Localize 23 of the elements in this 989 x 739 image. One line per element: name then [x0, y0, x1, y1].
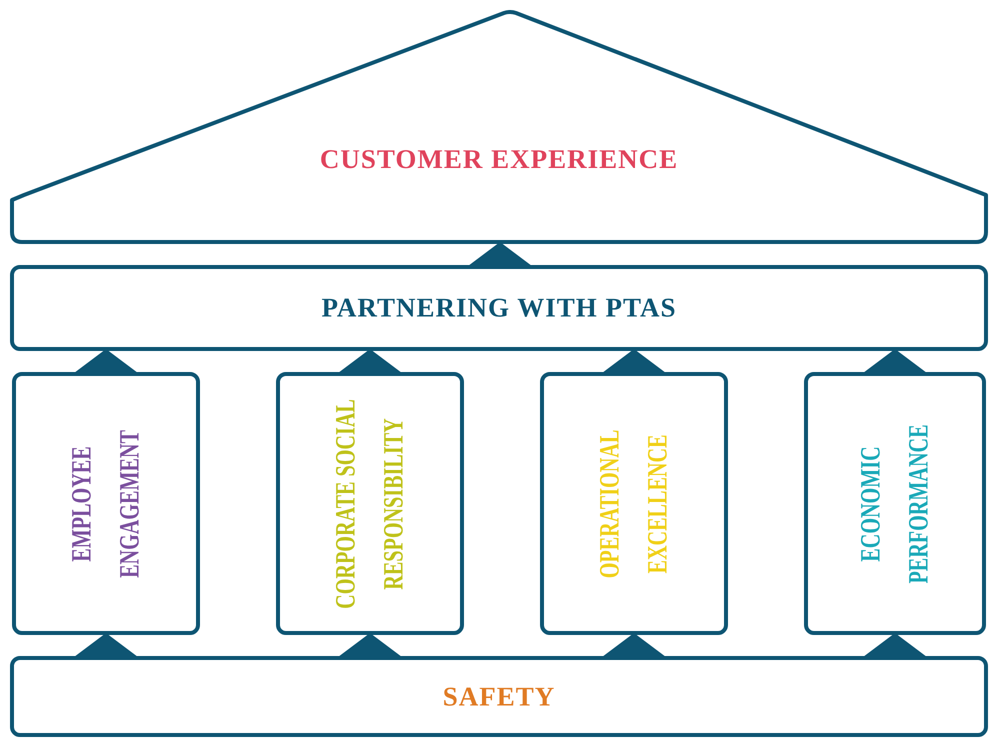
- pillar-label: EMPLOYEE ENGAGEMENT: [65, 428, 146, 580]
- arrow: [602, 349, 666, 374]
- arrow: [74, 633, 138, 658]
- roof-shape: [10, 10, 988, 244]
- beam-box: [10, 656, 988, 737]
- arrow: [338, 349, 402, 374]
- arrow: [863, 349, 927, 374]
- pillar-box: [12, 372, 200, 635]
- pillar-box: [804, 372, 986, 635]
- heading-label: PARTNERING WITH PTAS: [320, 292, 678, 324]
- arrow: [468, 242, 532, 267]
- arrow: [338, 633, 402, 658]
- arrow: [863, 633, 927, 658]
- pillar-label: ECONOMIC PERFORMANCE: [854, 422, 935, 586]
- arrow: [74, 349, 138, 374]
- arrow: [602, 633, 666, 658]
- pillar-box: [276, 372, 464, 635]
- beam-box: [10, 265, 988, 351]
- pillar-label: OPERATIONAL EXCELLENCE: [593, 428, 674, 580]
- pillar-label: CORPORATE SOCIAL RESPONSIBILITY: [329, 398, 410, 610]
- pillar-box: [540, 372, 728, 635]
- heading-label: CUSTOMER EXPERIENCE: [318, 144, 680, 175]
- heading-label: SAFETY: [442, 681, 556, 712]
